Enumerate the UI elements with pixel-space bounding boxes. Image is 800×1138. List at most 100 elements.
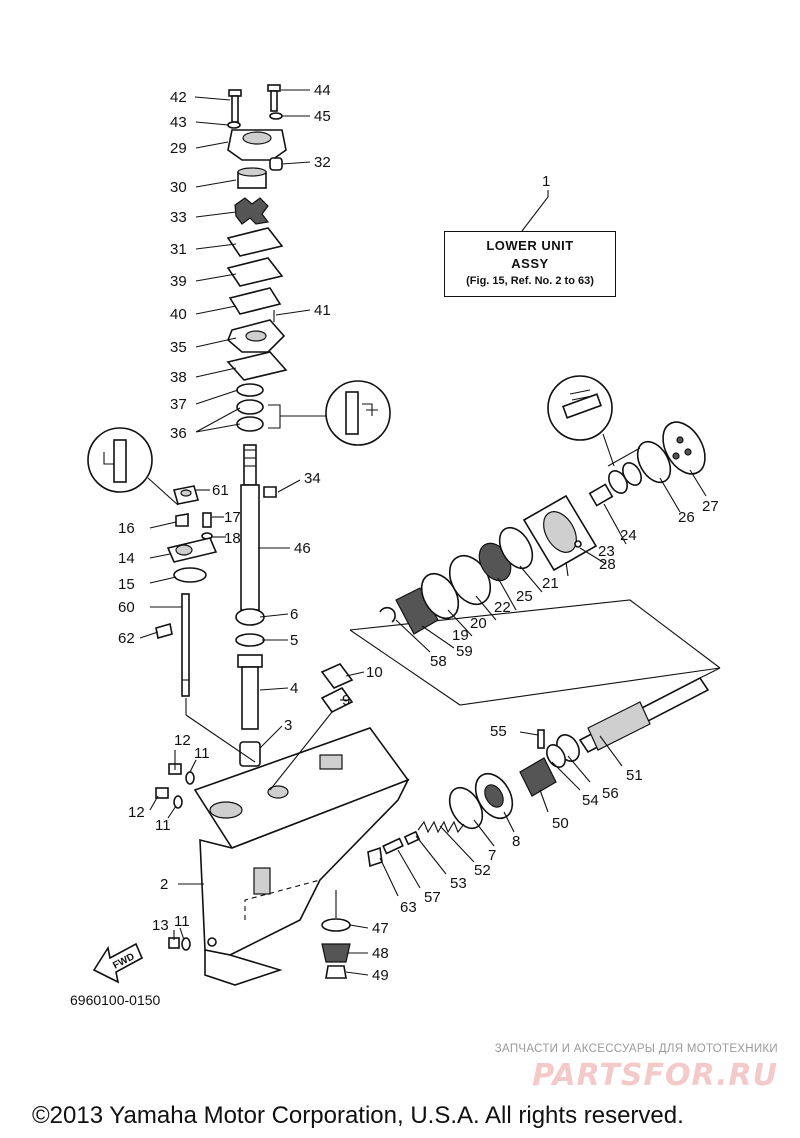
pump-base-35	[227, 319, 286, 353]
assembly-line-2: ASSY	[511, 256, 549, 271]
callout-52: 52	[474, 862, 491, 879]
plate-39	[226, 257, 284, 287]
detail-circle-seal	[268, 380, 391, 446]
assembly-line-3: (Fig. 15, Ref. No. 2 to 63)	[466, 275, 594, 287]
shim-7	[448, 786, 484, 830]
lower-case-2	[193, 727, 410, 986]
nut-49	[325, 965, 347, 979]
callout-58: 58	[430, 653, 447, 670]
o-ring-25	[498, 526, 534, 570]
callout-32: 32	[314, 154, 331, 171]
callout-22: 22	[494, 599, 511, 616]
callout-61: 61	[212, 482, 229, 499]
detail-circle-cap	[547, 375, 641, 467]
callout-24: 24	[620, 527, 637, 544]
pin-55	[537, 729, 545, 749]
gasket-38	[226, 351, 288, 381]
assembly-label-box: LOWER UNIT ASSY (Fig. 15, Ref. No. 2 to …	[444, 231, 616, 297]
callout-49: 49	[372, 967, 389, 984]
callout-31: 31	[170, 241, 187, 258]
oil-seal-36b	[236, 416, 264, 432]
leader-cover-to-case	[269, 711, 333, 791]
forward-gear-8	[474, 772, 514, 820]
shift-rod-60	[181, 593, 190, 697]
o-ring-37	[236, 383, 264, 397]
leader-rod-to-case-2	[185, 714, 256, 763]
callout-5: 5	[290, 632, 298, 649]
washer-43	[227, 121, 241, 129]
callout-26: 26	[678, 509, 695, 526]
callout-51: 51	[626, 767, 643, 784]
watermark-logo: PARTSFOR.RU	[532, 1058, 778, 1093]
shim-5	[235, 633, 265, 647]
callout-56: 56	[602, 785, 619, 802]
callout-54: 54	[582, 792, 599, 809]
callout-19: 19	[452, 627, 469, 644]
pump-housing-29	[227, 129, 287, 161]
bushing-3	[239, 741, 261, 767]
cam-63	[367, 846, 383, 868]
callout-3: 3	[284, 717, 292, 734]
callout-53: 53	[450, 875, 467, 892]
callout-45: 45	[314, 108, 331, 125]
sleeve-4	[237, 654, 263, 730]
callout-labels: 1 2 3 4 5 6 7 8 9 10 11 11 11 12 12 13 1…	[118, 82, 719, 984]
gasket-40	[228, 287, 282, 315]
callout-33: 33	[170, 209, 187, 226]
pinion-48	[321, 943, 351, 963]
diagram-code: 6960100-0150	[70, 992, 161, 1008]
cover-10	[320, 663, 354, 689]
callout-28: 28	[599, 556, 616, 573]
callout-18: 18	[224, 530, 241, 547]
callout-17: 17	[224, 509, 241, 526]
washer-45	[269, 112, 283, 120]
plunger-52	[403, 830, 421, 846]
callout-25: 25	[516, 588, 533, 605]
callout-35: 35	[170, 339, 187, 356]
callout-11a: 11	[194, 745, 210, 762]
bolt-42	[228, 89, 242, 123]
cap-27	[662, 421, 706, 475]
washer-11a	[185, 771, 195, 785]
callout-37: 37	[170, 396, 187, 413]
o-ring-15	[173, 567, 207, 583]
callout-30: 30	[170, 179, 187, 196]
needle-bearing-23	[588, 483, 614, 507]
bolt-17	[202, 512, 212, 528]
callout-27: 27	[702, 498, 719, 515]
fwd-arrow: FWD	[92, 942, 144, 984]
boot-16	[175, 513, 189, 527]
cover-9	[320, 686, 354, 714]
callout-42: 42	[170, 89, 187, 106]
copyright-notice: ©2013 Yamaha Motor Corporation, U.S.A. A…	[32, 1102, 684, 1129]
shim-47	[321, 918, 351, 932]
callout-29: 29	[170, 140, 187, 157]
callout-57: 57	[424, 889, 441, 906]
bearing-6	[235, 608, 265, 626]
callout-46: 46	[294, 540, 311, 557]
callout-2: 2	[160, 876, 168, 893]
callout-59: 59	[456, 643, 473, 660]
callout-13: 13	[152, 917, 169, 934]
clip-58	[379, 606, 396, 623]
plate-14	[166, 537, 218, 563]
callout-34: 34	[304, 470, 321, 487]
callout-63: 63	[400, 899, 417, 916]
seal-24b	[622, 462, 642, 486]
callout-44: 44	[314, 82, 331, 99]
assembly-line-1: LOWER UNIT	[486, 238, 574, 253]
callout-11c: 11	[174, 913, 190, 930]
detail-circle-shift	[87, 427, 179, 506]
callout-60: 60	[118, 599, 135, 616]
watermark-text: ЗАПЧАСТИ И АКСЕССУАРЫ ДЛЯ МОТОТЕХНИКИ	[494, 1043, 778, 1055]
callout-55: 55	[490, 723, 507, 740]
oil-seal-36a	[236, 399, 264, 415]
bearing-housing-21	[522, 494, 598, 572]
washer-11b	[173, 795, 183, 809]
callout-21: 21	[542, 575, 559, 592]
callout-47: 47	[372, 920, 389, 937]
o-ring-26	[636, 440, 672, 484]
clip-62	[155, 622, 173, 640]
washer-11c	[181, 937, 191, 951]
